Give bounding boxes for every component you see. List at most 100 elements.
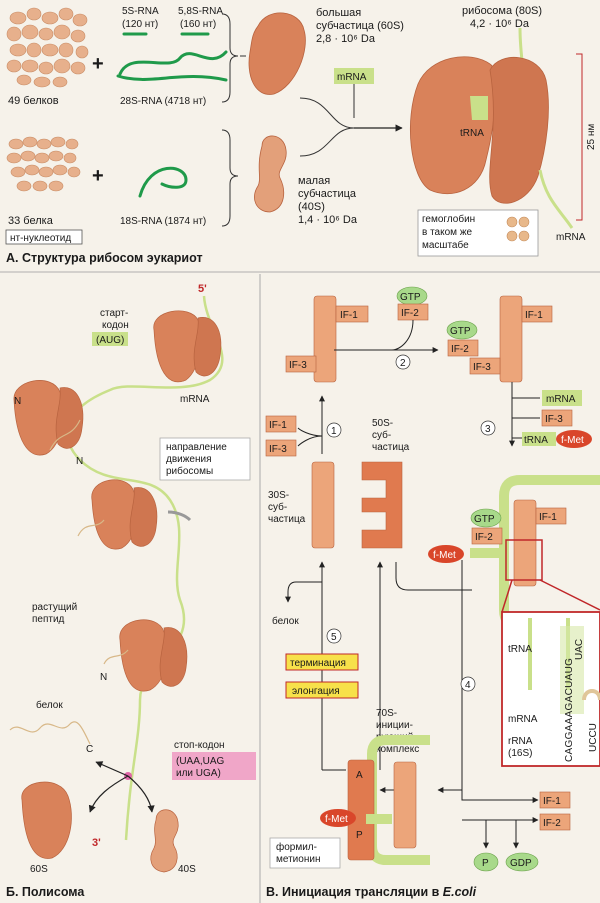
ribosome-b2-large [13,380,64,456]
complex-50s [347,759,375,861]
rna-5s-length: (120 нт) [122,19,158,30]
ribosome-80s-label-1: рибосома (80S) [462,5,542,17]
direction-label-3: рибосомы [166,465,213,477]
sub30-label-1: 30S- [268,490,289,501]
step-5: 5 [331,632,337,643]
if2-label-2: IF-2 [451,344,469,355]
n-label-1: N [14,396,21,407]
free-60s-subunit [21,781,72,859]
mrna-label-c: mRNA [546,394,576,405]
hemoglobin-label-2: в таком же [422,227,473,238]
protein-chain [9,721,91,745]
stop-label-1: стоп-кодон [174,740,225,751]
subunit-30s [311,461,335,549]
hemoglobin-shape [506,216,530,242]
if1-label-3: IF-1 [269,420,287,431]
if3-label-3: IF-3 [545,414,563,425]
subunit-50s [361,461,403,549]
proteins-49-label: 49 белков [8,95,59,107]
inset-rrna-2: (16S) [508,748,532,759]
if3-label-2: IF-3 [473,362,491,373]
hemoglobin-label-3: масштабе [422,239,469,251]
sub50-label-3: частица [372,442,410,453]
hemoglobin-box [417,209,539,257]
stop-label-3: или UGA) [176,768,221,779]
ribosome-80s-large [409,56,497,195]
if3-label-4: IF-3 [269,444,287,455]
small-subunit-shape [254,135,287,213]
scale-bar [576,53,583,221]
ribosome-80s-label-2: 4,2 · 10⁶ Da [470,18,530,30]
panel-c: IF-1 IF-3 GTP IF-2 2 IF-1 GTP IF-2 IF-3 … [265,286,600,899]
proteins-33-cluster [6,136,81,192]
rna-58s-length: (160 нт) [180,19,216,30]
if3-label-1: IF-3 [289,360,307,371]
site-p-label: P [356,830,363,841]
trna-label-c: tRNA [524,435,548,446]
n-label-2: N [76,456,83,467]
three-prime-label: 3' [92,837,101,849]
step-1: 1 [331,426,337,437]
polysome-mrna [66,295,224,841]
sub40-label: 40S [178,864,196,875]
start-codon-1: старт- [100,308,128,319]
step-2: 2 [400,358,406,369]
ribosome-b4-small [159,627,188,687]
complex-label-2: иниции- [376,720,413,731]
inset-uccu: UCCU [588,723,599,752]
plus-sign-top: + [92,53,104,75]
sub50-label-1: 50S- [372,418,393,429]
p-label: P [482,858,489,869]
direction-label-1: направление [166,442,227,453]
start-codon-2: кодон [102,320,129,331]
plus-sign-bottom: + [92,165,104,187]
inset-sequence: CAGGAAAGACUAUG [564,658,575,762]
mrna-box-a-text: mRNA [337,72,367,83]
if2-label-4: IF-2 [543,818,561,829]
ribosome-80s-small [489,56,549,204]
mrna-box-a [334,68,374,84]
trna-site-a [470,96,488,120]
nt-legend-box [5,229,83,245]
brace-large [221,13,239,103]
panel-b: 5' старт- кодон (AUG) mRNA N N направлен… [6,274,261,903]
sub30-label-3: частица [268,514,306,525]
large-subunit-label-2: субчастица (60S) [316,20,404,32]
rna-5s-label: 5S-RNA [122,6,159,17]
if2-label-3: IF-2 [475,532,493,543]
inset-mrna: mRNA [508,714,538,725]
factor-30s-right [499,295,523,383]
rna-58s-label: 5,8S-RNA [178,6,223,17]
if1-label-5: IF-1 [543,796,561,807]
trna-label-a: tRNA [460,128,484,139]
peptide-label-2: пептид [32,614,65,625]
small-subunit-label-1: малая [298,175,330,187]
merge-arrow [299,97,355,157]
factor-30s-top [313,295,337,383]
protein-label-b: белок [36,699,63,711]
gdp-label: GDP [510,858,532,869]
elongation-label: элонгация [292,686,340,697]
rna-28s-label: 28S-RNA (4718 нт) [120,96,206,107]
sub50-label-2: суб- [372,429,391,441]
ribosome-b1-small [193,317,222,377]
ribosome-b2-small [55,387,84,449]
inset-uac: UAC [574,639,585,660]
formyl-label-1: формил- [276,841,317,853]
sub30-label-2: суб- [268,501,287,513]
panel-c-title: В. Инициация трансляции в E.coli [266,885,477,899]
site-a-label: A [356,770,363,781]
large-subunit-label-1: большая [316,7,361,19]
if1-label-2: IF-1 [525,310,543,321]
fmet-label-2: f-Met [433,550,456,561]
termination-label: терминация [290,658,346,669]
panel-a: 49 белков + 5S-RNA (120 нт) 5,8S-RNA (16… [0,5,600,273]
step-3: 3 [485,424,491,435]
panel-a-title: А. Структура рибосом эукариот [6,251,203,265]
ribosome-b4-large [119,619,168,692]
direction-arrow [167,510,192,522]
gtp-label-2: GTP [450,326,471,337]
step-4: 4 [465,680,471,691]
ribosome-b3-large [91,479,138,550]
